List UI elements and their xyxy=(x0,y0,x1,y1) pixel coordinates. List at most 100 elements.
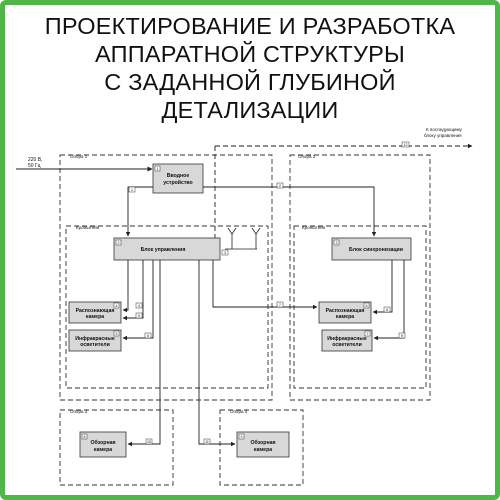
input-device-block xyxy=(152,163,204,194)
wire-sync-to-ir-2 xyxy=(373,260,405,341)
support-2-frame xyxy=(289,154,431,401)
rec-camera-2-label-line2: камера xyxy=(336,314,354,320)
antenna-icon xyxy=(225,227,261,250)
marker-input-device: 1 xyxy=(154,165,161,172)
marker-control-unit: 2 xyxy=(115,239,122,246)
rec-camera-2-block xyxy=(318,301,372,324)
support-4-frame xyxy=(219,409,304,486)
input-device-label-line1: Вводное xyxy=(167,173,190,179)
svg-text:3: 3 xyxy=(336,241,338,245)
title-line-4: ДЕТАЛИЗАЦИИ xyxy=(161,97,339,123)
marker-overview-camera-1: 8 xyxy=(81,433,88,440)
title-line-2: АППАРАТНОЙ СТРУКТУРЫ xyxy=(95,41,405,67)
input-device-label-line2: устройство xyxy=(163,179,192,186)
ir-lights-2-block xyxy=(321,329,373,352)
next-controller-label-line1: К последующему xyxy=(426,127,463,132)
next-controller-label-line2: блоку управления xyxy=(424,133,462,138)
rec-camera-1-block xyxy=(68,301,122,324)
power-label-line1: 220 В, xyxy=(28,157,42,163)
overview-camera-1-block xyxy=(79,431,127,458)
cable-tag-11: 11 xyxy=(203,438,211,445)
cable-tag-4: 4 xyxy=(135,302,143,309)
wire-control-to-overview-1 xyxy=(127,260,161,447)
cable-tag-8: 8 xyxy=(383,306,391,313)
svg-text:4: 4 xyxy=(116,304,118,308)
power-input: 220 В, 50 Гц xyxy=(16,157,153,172)
rec-camera-1-label-line1: Распознающая xyxy=(76,308,115,314)
next-controller-link: К последующему блоку управления xyxy=(214,127,473,240)
marker-rec-camera-2: 6 xyxy=(363,302,370,309)
svg-text:2: 2 xyxy=(279,184,281,188)
marker-overview-camera-2: 9 xyxy=(238,433,245,440)
ir-lights-2-label-line2: осветители xyxy=(332,342,362,348)
overview-camera-1-label-line1: Обзорная xyxy=(90,439,115,446)
svg-text:5: 5 xyxy=(138,314,140,318)
wire-control-to-ir-1 xyxy=(122,260,154,341)
sync-unit-label: Блок синхронизации xyxy=(349,247,403,253)
marker-sync-unit: 3 xyxy=(333,239,340,246)
support-1-label: Опора 1 xyxy=(70,154,88,159)
wire-control-to-rec-camera-1 xyxy=(122,260,129,313)
control-unit-block xyxy=(113,237,221,261)
marker-ir-lights-2: 7 xyxy=(364,330,371,337)
cable-tag-9: 9 xyxy=(398,332,406,339)
wire-control-to-rec-camera-2 xyxy=(212,260,318,310)
svg-text:8: 8 xyxy=(84,435,86,439)
rec-camera-2-label-line1: Распознающая xyxy=(326,308,365,314)
cable-tag-1: 1 xyxy=(128,186,136,193)
svg-text:10: 10 xyxy=(147,440,151,444)
cable-tag-7: 7 xyxy=(276,301,284,308)
svg-text:9: 9 xyxy=(241,435,243,439)
title-line-3: С ЗАДАННОЙ ГЛУБИНОЙ xyxy=(104,69,396,95)
svg-text:5: 5 xyxy=(116,332,118,336)
support-1-frame xyxy=(59,154,273,401)
support-3-frame xyxy=(59,409,174,486)
svg-text:6: 6 xyxy=(366,304,368,308)
title-line-1: ПРОЕКТИРОВАНИЕ И РАЗРАБОТКА xyxy=(44,13,456,39)
overview-camera-2-block xyxy=(236,431,290,458)
cable-tag-10: 10 xyxy=(145,438,153,445)
svg-text:9: 9 xyxy=(401,334,403,338)
svg-text:12: 12 xyxy=(404,143,408,147)
cable-tag-5: 5 xyxy=(135,312,143,319)
rec-camera-1-label-line2: камера xyxy=(86,314,104,320)
ir-lights-2-label-line1: Инфракрасные xyxy=(327,335,367,342)
svg-text:3: 3 xyxy=(224,251,226,255)
control-unit-label: Блок управления xyxy=(141,247,186,253)
ir-lights-1-label-line2: осветители xyxy=(80,342,110,348)
wire-input-to-control xyxy=(125,186,153,237)
overview-camera-1-label-line2: камера xyxy=(94,447,112,453)
overview-camera-2-label-line2: камера xyxy=(254,447,272,453)
wire-input-to-sync xyxy=(203,186,377,237)
svg-text:1: 1 xyxy=(131,188,133,192)
svg-text:7: 7 xyxy=(367,332,369,336)
svg-text:4: 4 xyxy=(138,304,140,308)
wire-sync-to-rec-camera-2 xyxy=(372,260,393,315)
support-2-label: Опора 2 xyxy=(298,154,316,159)
cable-tag-2: 2 xyxy=(276,182,284,189)
overview-camera-2-label-line1: Обзорная xyxy=(250,439,275,446)
svg-text:2: 2 xyxy=(118,241,120,245)
sync-unit-block xyxy=(331,237,412,261)
svg-text:6: 6 xyxy=(147,334,149,338)
marker-ir-lights-1: 5 xyxy=(113,330,120,337)
cable-tag-6: 6 xyxy=(144,332,152,339)
marker-rec-camera-1: 4 xyxy=(113,302,120,309)
cable-tag-3: 3 xyxy=(221,249,229,256)
svg-text:11: 11 xyxy=(205,440,209,444)
ir-lights-1-block xyxy=(68,329,122,352)
bracket-1-label: Кронштейн xyxy=(76,224,100,230)
power-label-line2: 50 Гц xyxy=(28,163,41,169)
wire-control-to-rec-camera-1b xyxy=(122,260,144,321)
svg-text:7: 7 xyxy=(279,303,281,307)
cable-tag-12: 12 xyxy=(401,141,410,148)
bracket-2-label: Кронштейн xyxy=(302,224,326,230)
wire-control-to-overview-2 xyxy=(198,260,236,447)
ir-lights-1-label-line1: Инфракрасные xyxy=(75,335,115,342)
page-title: ПРОЕКТИРОВАНИЕ И РАЗРАБОТКА АППАРАТНОЙ С… xyxy=(10,12,490,124)
svg-text:8: 8 xyxy=(386,308,388,312)
support-3-label: Опора 3 xyxy=(70,409,88,414)
svg-text:1: 1 xyxy=(157,167,159,171)
